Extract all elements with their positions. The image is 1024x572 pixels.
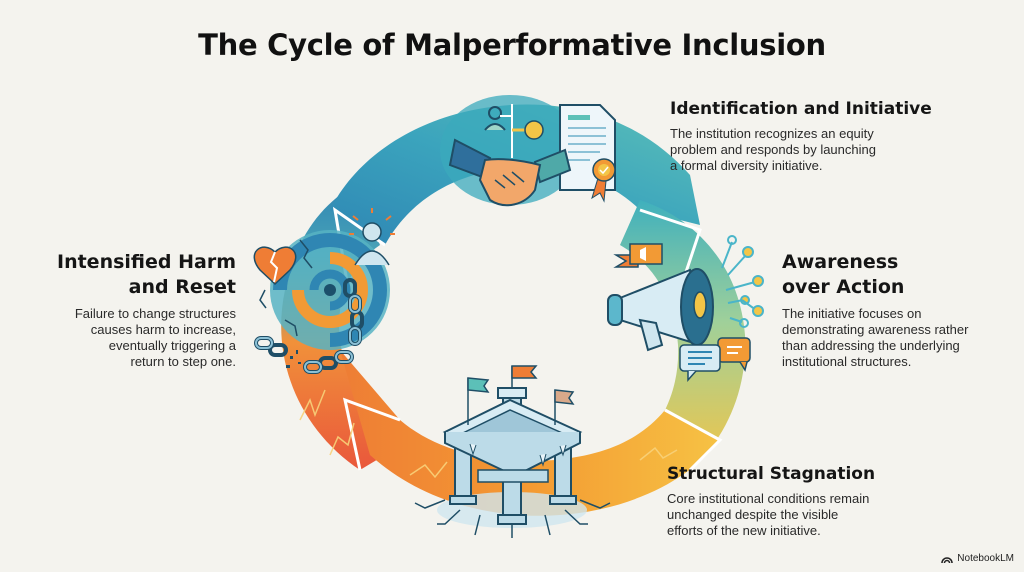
step-description-line: Failure to change structures [74,306,236,321]
cycle-arrow-bottom [340,350,720,516]
step-description-line: problem and responds by launching [670,142,876,157]
step-description-line: efforts of the new initiative. [667,523,821,538]
vortex-broken-chain-icon [253,208,395,374]
step-heading: Structural Stagnation [667,464,876,484]
step-heading-line: Awareness [782,251,899,273]
handshake-certificate-icon [448,104,616,207]
step-description: The initiative focuses on demonstrating … [782,306,1012,370]
step-description: Failure to change structures causes harm… [36,306,236,370]
step-description-line: The institution recognizes an equity [670,126,874,141]
step-description: The institution recognizes an equity pro… [670,126,970,174]
step-intensified-harm-and-reset: Intensified Harm and Reset Failure to ch… [36,250,236,370]
step-awareness-over-action: Awareness over Action The initiative foc… [782,250,1012,370]
step-heading: Awareness over Action [782,250,1012,300]
step-heading: Identification and Initiative [670,99,932,119]
step-description-line: eventually triggering a [108,338,236,353]
step-description-line: causes harm to increase, [90,322,236,337]
step-heading-line: Intensified Harm [57,251,236,273]
step-heading-line: over Action [782,276,905,298]
step-description-line: unchanged despite the visible [667,507,839,522]
step-heading-line: and Reset [128,276,236,298]
notebooklm-logo-icon [941,556,954,563]
step-description-line: Core institutional conditions remain [667,491,870,506]
step-description-line: return to step one. [130,354,236,369]
step-structural-stagnation: Structural Stagnation Core institutional… [667,463,967,539]
step-description-line: demonstrating awareness rather [782,322,969,337]
step-description-line: than addressing the underlying [782,338,960,353]
brand-watermark: NotebookLM [941,553,1014,564]
step-description-line: The initiative focuses on [782,306,922,321]
step-description-line: institutional structures. [782,354,912,369]
step-description-line: a formal diversity initiative. [670,158,823,173]
page-title: The Cycle of Malperformative Inclusion [198,28,826,62]
step-identification-and-initiative: Identification and Initiative The instit… [670,98,970,174]
brand-label: NotebookLM [957,553,1014,564]
frozen-pillars-icon [414,365,611,538]
megaphone-icon [607,235,764,382]
step-description: Core institutional conditions remain unc… [667,491,967,539]
step-heading: Intensified Harm and Reset [36,250,236,300]
